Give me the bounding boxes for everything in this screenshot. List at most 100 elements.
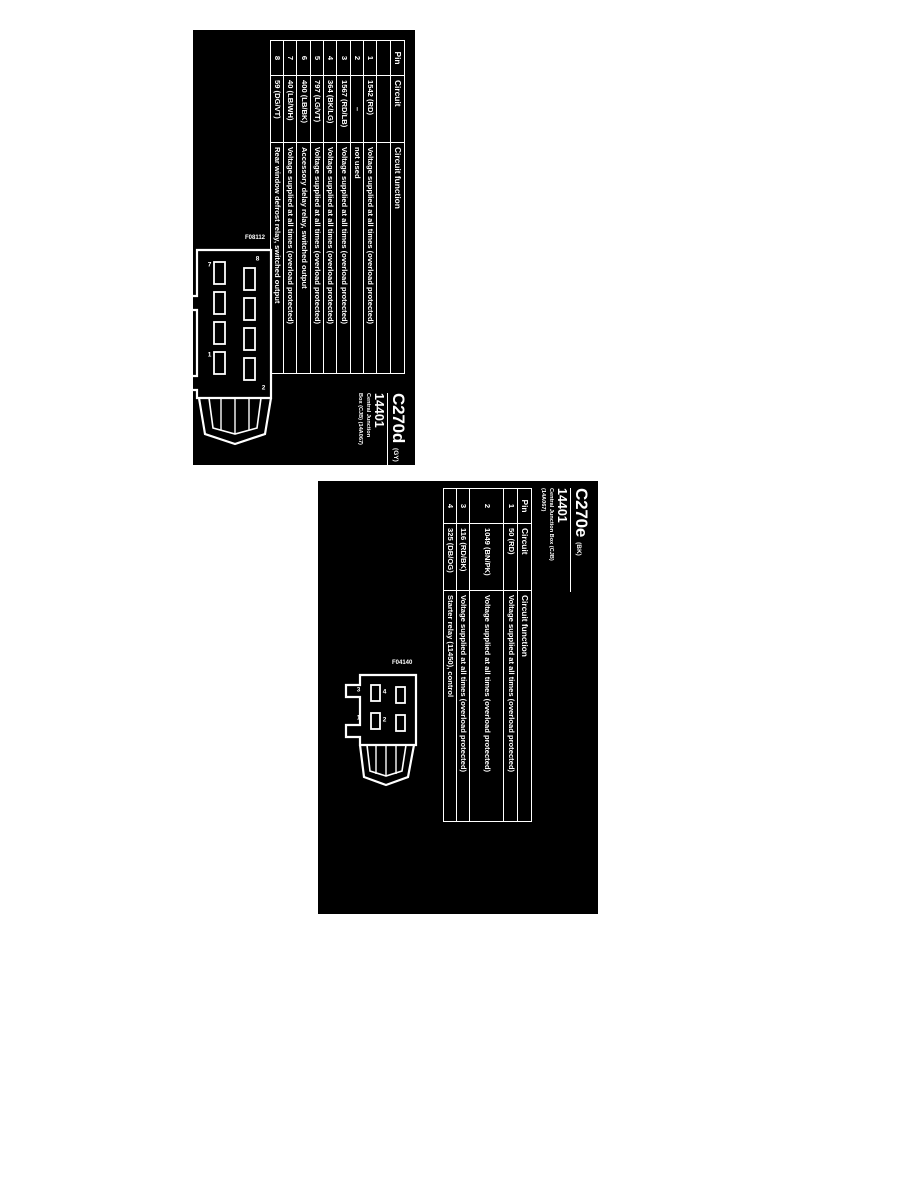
cell-pin: 4: [443, 488, 457, 524]
cell-pin: 5: [310, 40, 324, 76]
connector-diagram-c270e: F04140 4 2 3 1: [340, 660, 420, 791]
cell-circuit: 797 (LG/VT): [310, 75, 324, 143]
table-row: 1 50 (RD) Voltage supplied at all times …: [503, 488, 518, 822]
cell-circuit: 116 (RD/BK): [456, 523, 470, 591]
connector-part-number: 14401: [555, 488, 569, 523]
cell-function: Starter relay (11450), control: [443, 590, 457, 822]
cell-function: not used: [350, 142, 364, 374]
connector-description-line2: (14A067): [540, 488, 547, 512]
cell-pin: 6: [296, 40, 311, 76]
pin-cavity: [370, 684, 381, 702]
diagram-pin-number-4: 4: [382, 688, 387, 696]
connector-shroud: [197, 397, 273, 446]
pin-table-wrapper-c270d: Pin Circuit Circuit function 1: [270, 40, 405, 374]
cell-function: Voltage supplied at all times (overload …: [336, 142, 351, 374]
cell-function: Voltage supplied at all times (overload …: [503, 590, 518, 822]
connector-description-line1: Central Junction: [364, 393, 371, 438]
connector-id-label: C270e: [572, 488, 591, 538]
diagram-pin-number-1: 1: [207, 351, 212, 359]
connector-id-label: C270d: [389, 393, 408, 444]
cell-function: Voltage supplied at all times (overload …: [456, 590, 470, 822]
pin-cavity: [213, 291, 226, 315]
pin-cavity: [243, 297, 256, 321]
cell-pin: 3: [336, 40, 351, 76]
diagram-pin-number-8: 8: [255, 255, 260, 263]
pin-table-c270d: Pin Circuit Circuit function 1: [270, 40, 405, 374]
connector-title-block-c270e: C270e (BK) 14401 Central Junction Box (C…: [539, 488, 591, 592]
connector-panel-c270d: C270d (GY) 14401 Central Junction Box (C…: [193, 30, 415, 465]
cell-function: Accessory delay relay, switched output: [296, 142, 311, 374]
pin-cavity: [243, 327, 256, 351]
pin-table-c270e: Pin Circuit Circuit function 1 50 (RD) V…: [443, 488, 532, 822]
connector-id-row: C270e (BK): [572, 488, 591, 592]
cell-circuit: 40 (LB/WH): [283, 75, 297, 143]
table-header-row: Pin Circuit Circuit function: [517, 488, 532, 822]
connector-panel-c270e: C270e (BK) 14401 Central Junction Box (C…: [318, 481, 598, 914]
cell-pin: 1: [363, 40, 377, 76]
cell-function: Voltage supplied at all times (overload …: [283, 142, 297, 374]
diagram-pin-number-1: 1: [356, 714, 361, 722]
table-row: 3 1567 (RD/LB) Voltage supplied at all t…: [336, 40, 351, 374]
table-row: 2 – not used: [350, 40, 364, 374]
table-row: 5 797 (LG/VT) Voltage supplied at all ti…: [310, 40, 324, 374]
diagram-pin-number-2: 2: [261, 384, 266, 392]
cell-pin: 8: [270, 40, 284, 76]
pin-cavity: [370, 712, 381, 730]
pin-cavity: [213, 351, 226, 375]
connector-color-code: (GY): [392, 448, 399, 462]
cell-circuit: 50 (RD): [503, 523, 518, 591]
table-row: 4 325 (DB/OG) Starter relay (11450), con…: [443, 488, 457, 822]
title-divider: [570, 488, 571, 592]
table-row: 3 116 (RD/BK) Voltage supplied at all ti…: [456, 488, 470, 822]
connector-body-svg-4way: [344, 673, 418, 787]
table-header-row: Pin Circuit Circuit function: [390, 40, 405, 374]
pin-cavity: [213, 321, 226, 345]
cell-function: Voltage supplied at all times (overload …: [469, 590, 504, 822]
connector-id-row: C270d (GY): [389, 393, 408, 465]
header-circuit-function: Circuit function: [517, 590, 532, 822]
diagram-pin-number-7: 7: [207, 261, 212, 269]
cell-pin: 7: [283, 40, 297, 76]
cell-function: Voltage supplied at all times (overload …: [323, 142, 337, 374]
cell-pin: 2: [469, 488, 504, 524]
cell-function: Voltage supplied at all times (overload …: [310, 142, 324, 374]
panel-c270e-rotated-content: C270e (BK) 14401 Central Junction Box (C…: [318, 481, 598, 914]
pin-cavity: [243, 357, 256, 381]
connector-description-line2: Box (CJB) (14A067): [357, 393, 364, 445]
cell-pin: 2: [350, 40, 364, 76]
cell-circuit: –: [350, 75, 364, 143]
pin-cavity: [213, 261, 226, 285]
connector-color-code: (BK): [575, 542, 582, 556]
diagram-pin-number-2: 2: [382, 716, 387, 724]
header-pin: Pin: [390, 40, 405, 76]
header-circuit-function: Circuit function: [390, 142, 405, 374]
connector-description-line1: Central Junction Box (CJB): [547, 488, 554, 561]
cell-pin: 3: [456, 488, 470, 524]
pin-cavity: [395, 686, 406, 704]
connector-outline: [193, 248, 273, 400]
cell-circuit: 364 (BK/LG): [323, 75, 337, 143]
cell-circuit: 1049 (BN/PK): [469, 523, 504, 591]
header-circuit: Circuit: [517, 523, 532, 591]
connector-title-block-c270d: C270d (GY) 14401 Central Junction Box (C…: [356, 393, 408, 465]
header-circuit: Circuit: [390, 75, 405, 143]
connector-shroud: [358, 744, 416, 787]
connector-part-number: 14401: [372, 393, 386, 428]
table-row: 1 1542 (RD) Voltage supplied at all time…: [363, 40, 377, 374]
table-row: 6 400 (LB/BK) Accessory delay relay, swi…: [296, 40, 311, 374]
connector-diagram-c270d: F08112: [193, 235, 275, 458]
connector-body-svg-8way: [193, 248, 273, 446]
table-row: 2 1049 (BN/PK) Voltage supplied at all t…: [469, 488, 504, 822]
table-row: 7 40 (LB/WH) Voltage supplied at all tim…: [283, 40, 297, 374]
table-spacer-row: [376, 40, 391, 374]
cell-pin: 1: [503, 488, 518, 524]
diagram-reference-label: F08112: [245, 235, 266, 241]
cell-circuit: 59 (DG/VT): [270, 75, 284, 143]
cell-circuit: 1567 (RD/LB): [336, 75, 351, 143]
diagram-reference-label: F04140: [392, 660, 413, 666]
pin-cavity: [243, 267, 256, 291]
cell-circuit: 400 (LB/BK): [296, 75, 311, 143]
cell-pin: 4: [323, 40, 337, 76]
cell-function: Voltage supplied at all times (overload …: [363, 142, 377, 374]
